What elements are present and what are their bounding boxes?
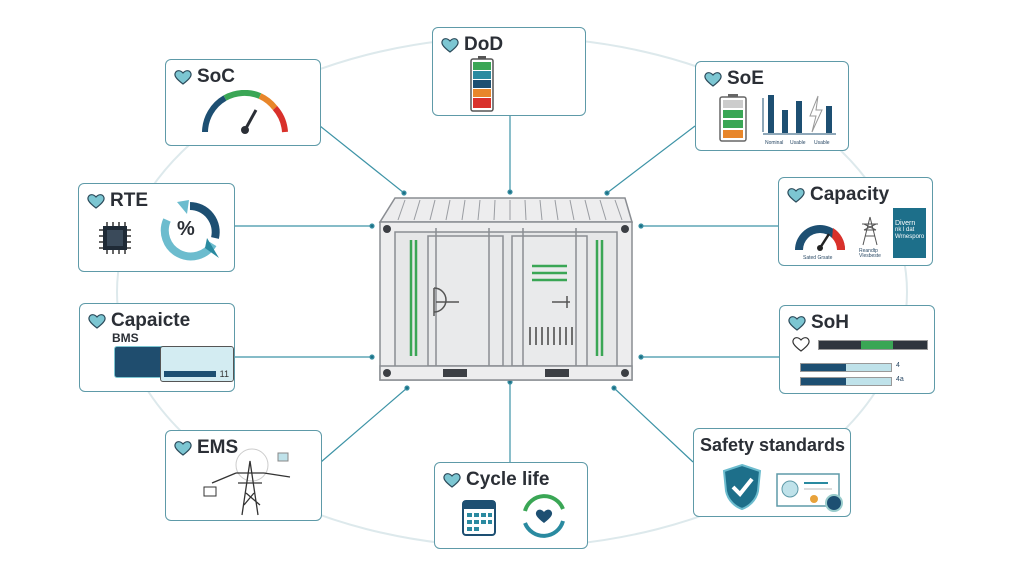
- node-title: Safety standards: [700, 435, 846, 455]
- node-safety-standards[interactable]: Safety standards: [693, 428, 851, 517]
- soe-label: Usable: [790, 140, 806, 146]
- node-title: RTE: [110, 190, 148, 211]
- node-title: SoE: [727, 68, 764, 89]
- panel-line: Divern: [895, 220, 916, 227]
- tower-label: Reandtp Vlesbeste: [859, 248, 881, 259]
- heart-icon: [174, 441, 192, 456]
- node-soc[interactable]: SoC: [165, 59, 321, 146]
- progress-bar: [800, 377, 892, 386]
- cycle-arrows-icon: [160, 200, 220, 261]
- node-soh[interactable]: SoH 4 4a: [779, 305, 935, 394]
- heart-icon: [443, 473, 461, 488]
- bar-label: 4: [896, 362, 900, 369]
- heart-icon: [87, 194, 105, 209]
- node-cycle-life[interactable]: Cycle life: [434, 462, 588, 549]
- energy-bar-chart-icon: [762, 95, 836, 135]
- health-bar: [818, 340, 928, 350]
- power-grid-icon: [203, 448, 291, 516]
- node-ems[interactable]: EMS: [165, 430, 322, 521]
- capacity-gauge-icon: [795, 225, 846, 251]
- container-icon: [378, 197, 633, 381]
- power-tower-icon: [862, 216, 878, 246]
- gauge-icon: [202, 90, 288, 134]
- soe-label: Nominal: [765, 140, 784, 146]
- soe-label: Usable: [814, 140, 830, 146]
- node-title: Capaicte: [111, 310, 191, 331]
- battery-icon: [719, 94, 747, 142]
- heart-icon: [174, 70, 192, 85]
- node-title: SoC: [197, 66, 235, 87]
- heart-icon: [88, 314, 106, 329]
- bms-display: 11: [160, 346, 234, 382]
- node-title: SoH: [811, 312, 849, 333]
- chip-icon: [99, 222, 131, 254]
- panel-line: nk l dat: [895, 227, 915, 233]
- calendar-icon: [462, 500, 496, 536]
- panel-line: Wrnesporo: [895, 234, 925, 240]
- certificate-icon: [776, 473, 843, 512]
- battery-levels-icon: [470, 56, 494, 112]
- node-capaicte[interactable]: Capaicte BMS 11: [79, 303, 235, 392]
- cycle-heart-icon: [523, 494, 565, 538]
- bms-label: BMS: [112, 331, 139, 345]
- progress-bar: [800, 363, 892, 372]
- gauge-label: Sated Grsate: [803, 255, 833, 261]
- percent-symbol: %: [177, 218, 195, 240]
- heart-outline-icon: [792, 337, 810, 352]
- heart-icon: [704, 72, 722, 87]
- node-title: Capacity: [810, 184, 890, 205]
- connectors: [234, 115, 779, 463]
- heart-icon: [788, 316, 806, 331]
- node-soe[interactable]: SoE Nominal Usable Usable: [695, 61, 849, 151]
- node-title: EMS: [197, 437, 239, 458]
- node-dod[interactable]: DoD: [432, 27, 586, 116]
- bms-value: 11: [219, 369, 229, 379]
- heart-icon: [441, 38, 459, 53]
- bar-label: 4a: [896, 376, 904, 383]
- node-rte[interactable]: RTE %: [78, 183, 235, 272]
- shield-check-icon: [722, 463, 762, 511]
- node-title: Cycle life: [466, 469, 550, 490]
- info-panel: Divern nk l dat Wrnesporo: [893, 208, 926, 258]
- heart-icon: [787, 188, 805, 203]
- node-title: DoD: [464, 34, 504, 55]
- node-capacity[interactable]: Capacity Sated Grsate Reandtp Vlesbeste …: [778, 177, 933, 266]
